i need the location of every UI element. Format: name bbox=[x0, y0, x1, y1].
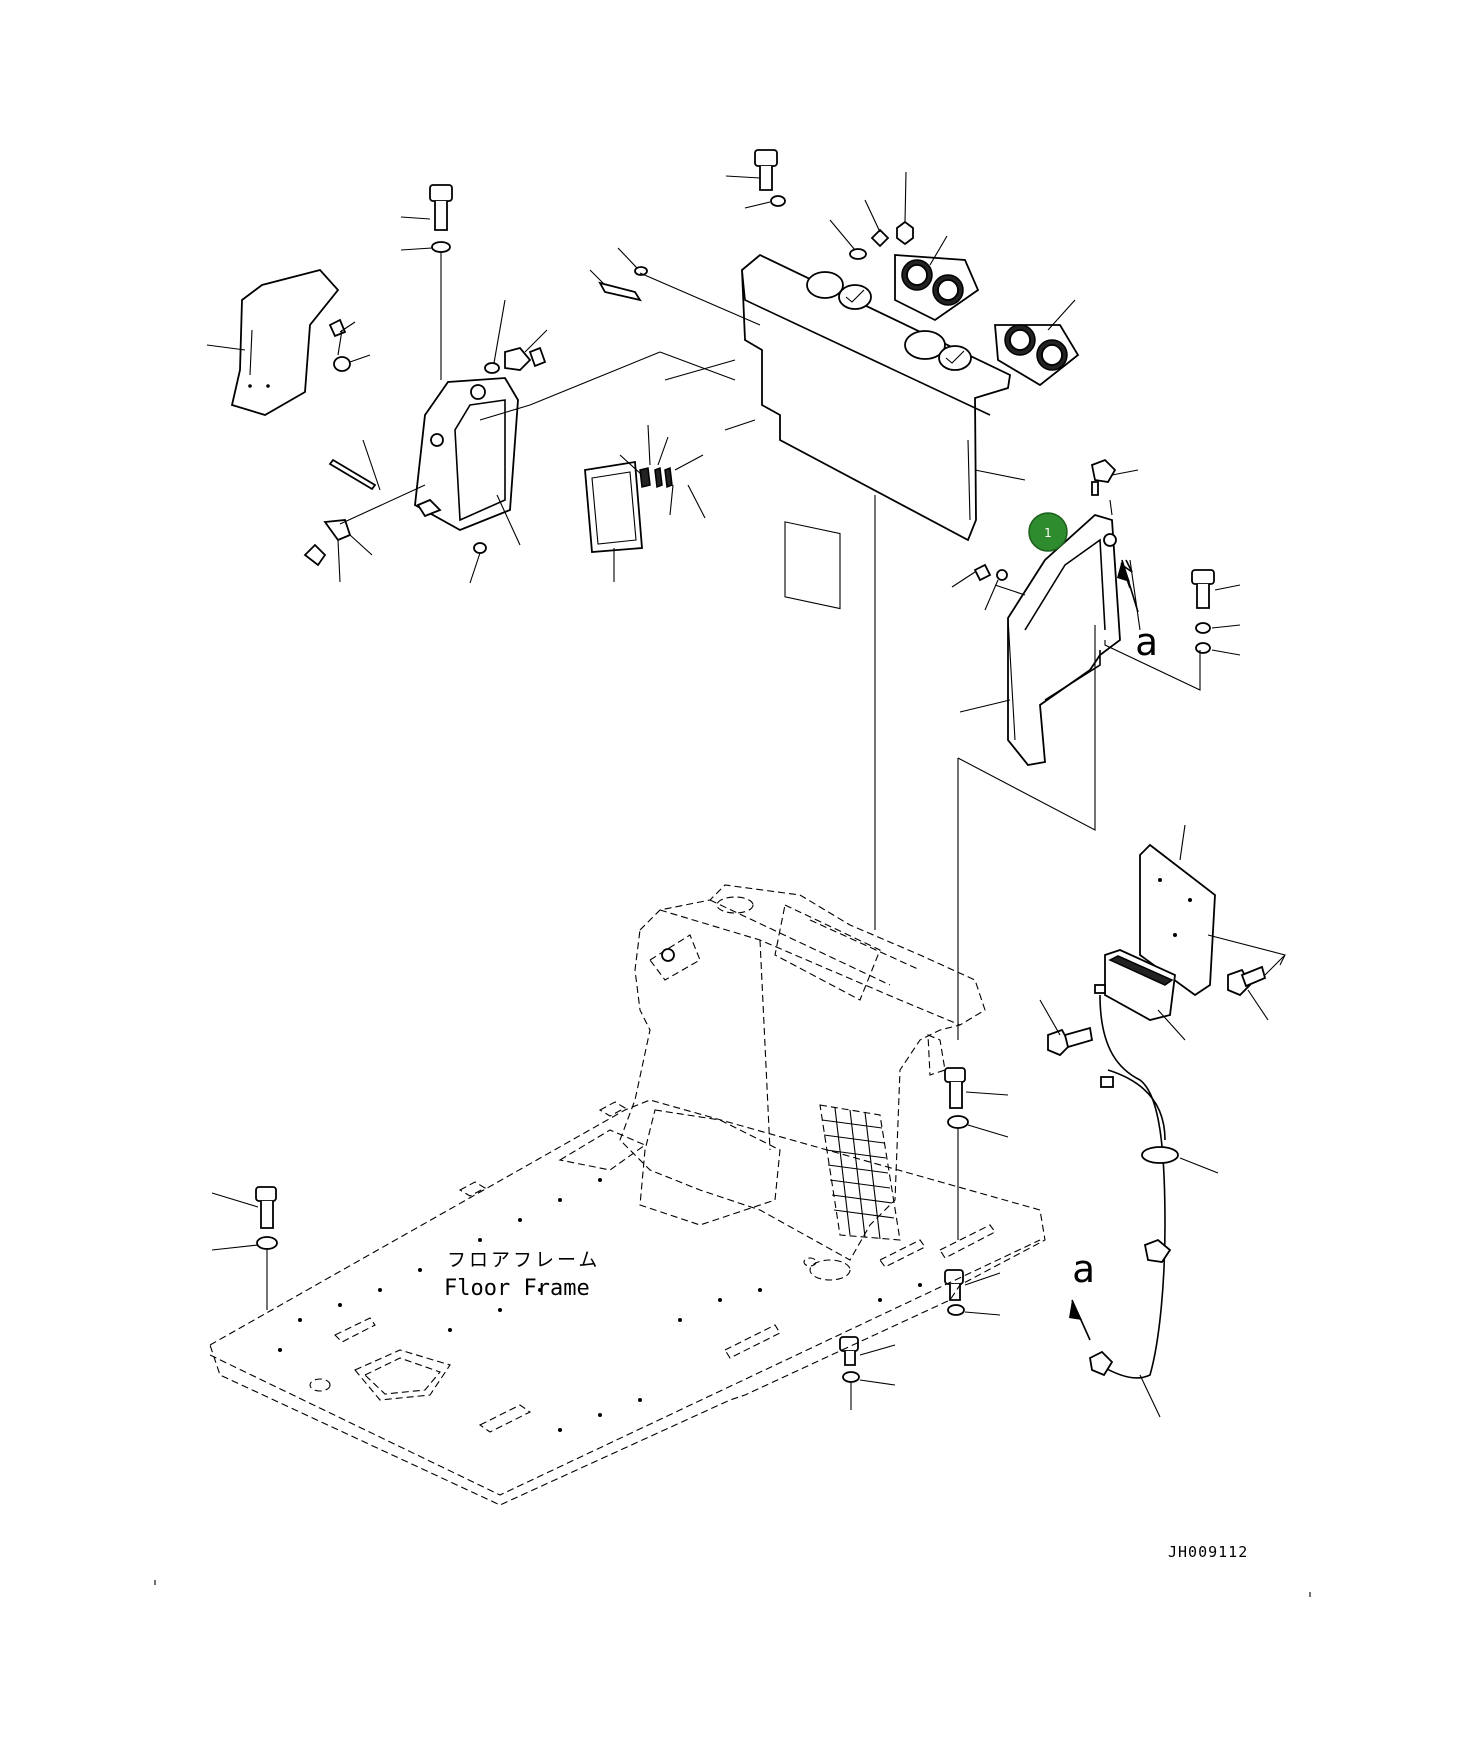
floor-frame-label-en: Floor Frame bbox=[444, 1276, 590, 1301]
left-side-bracket bbox=[414, 377, 521, 546]
floor-frame-label-jp: フロアフレーム bbox=[447, 1249, 600, 1271]
left-side-cover-outer bbox=[206, 268, 340, 416]
detail-arrowhead-upper bbox=[1117, 560, 1130, 582]
callout-marker[interactable]: 1 bbox=[1028, 512, 1068, 552]
grab-handle bbox=[589, 247, 761, 326]
detail-arrowhead-lower bbox=[1069, 1300, 1082, 1320]
callout-number: 1 bbox=[1044, 526, 1052, 540]
top-hardware bbox=[725, 149, 1076, 331]
drawing-code: JH009112 bbox=[1168, 1543, 1248, 1561]
speaker-unit-right bbox=[994, 324, 1080, 387]
rear-upper-panel bbox=[741, 253, 1011, 610]
floor-left-bolt bbox=[211, 1186, 278, 1310]
speaker-unit-left bbox=[894, 254, 980, 322]
console-bolts bbox=[839, 1067, 1009, 1410]
wiring-harness bbox=[1089, 994, 1219, 1418]
leader-lines bbox=[479, 351, 1096, 1040]
controller-bolts bbox=[1039, 934, 1286, 1057]
controller-unit bbox=[1094, 949, 1186, 1041]
floor-frame bbox=[209, 1099, 1046, 1506]
right-pillar-cover bbox=[959, 513, 1121, 766]
detail-marker-upper: a bbox=[1135, 620, 1158, 664]
detail-marker-lower: a bbox=[1072, 1247, 1095, 1291]
access-lid bbox=[584, 424, 706, 582]
central-console-frame bbox=[619, 884, 986, 1261]
mounting-plate bbox=[1139, 824, 1216, 997]
left-cover-hardware bbox=[303, 184, 548, 584]
